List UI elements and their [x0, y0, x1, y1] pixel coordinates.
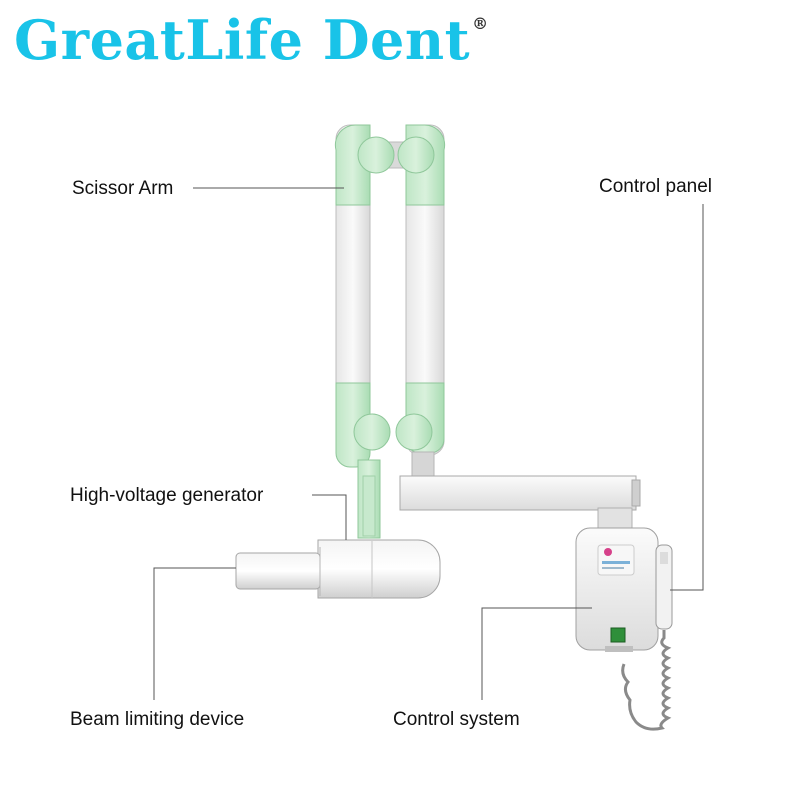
- brand-heart-icon: [604, 548, 612, 556]
- leader-control-system: [481, 607, 592, 700]
- coiled-cord: [621, 630, 672, 731]
- handheld-control-panel: [621, 544, 673, 731]
- control-box-label: [597, 544, 635, 576]
- power-switch-icon[interactable]: [610, 627, 626, 643]
- brand-name: GreatLife Dent: [14, 8, 471, 72]
- scissor-arm: [334, 124, 446, 477]
- left-top-knuckle: [357, 136, 395, 174]
- registered-mark: ®: [472, 14, 489, 33]
- handheld-remote[interactable]: [655, 544, 673, 630]
- label-line-1: [602, 561, 630, 564]
- tube-inner: [362, 475, 376, 537]
- right-top-knuckle: [397, 136, 435, 174]
- control-box: [575, 527, 659, 652]
- label-control-panel: Control panel: [599, 176, 713, 197]
- label-line-2: [602, 567, 624, 569]
- label-scissor-arm: Scissor Arm: [72, 178, 174, 199]
- right-arm-stub: [411, 451, 435, 477]
- leader-lines: [153, 187, 704, 700]
- control-box-foot: [605, 646, 633, 652]
- tube-head: [235, 539, 441, 599]
- leader-generator: [312, 494, 347, 540]
- label-high-voltage-generator: High-voltage generator: [70, 485, 264, 506]
- leader-control-panel: [670, 204, 704, 591]
- right-bottom-knuckle: [395, 413, 433, 451]
- leader-beam-limiting: [153, 567, 236, 700]
- beam-limiting-cone: [235, 552, 321, 590]
- remote-button: [660, 552, 668, 564]
- generator-housing: [317, 539, 441, 599]
- label-beam-limiting-device: Beam limiting device: [70, 709, 245, 730]
- support-arm-end: [631, 479, 641, 507]
- left-bottom-knuckle: [353, 413, 391, 451]
- label-control-system: Control system: [393, 709, 520, 730]
- horizontal-support-arm: [399, 475, 637, 511]
- brand-logo: GreatLife Dent®: [14, 8, 489, 72]
